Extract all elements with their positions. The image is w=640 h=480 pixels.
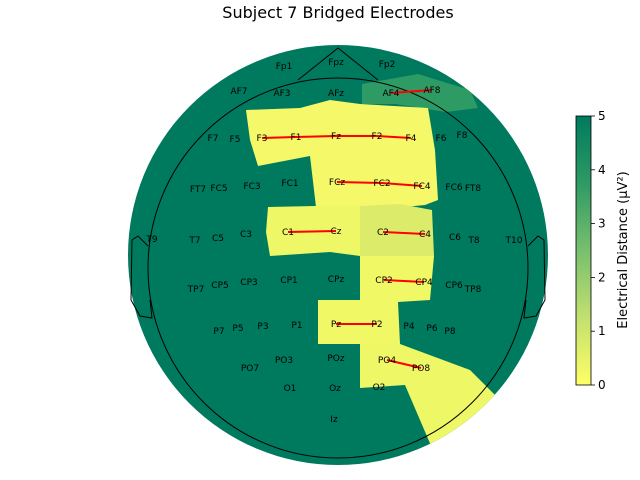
electrode-label-pz: Pz bbox=[331, 320, 341, 330]
electrode-label-c5: C5 bbox=[212, 234, 224, 244]
electrode-label-af7: AF7 bbox=[230, 87, 247, 97]
electrode-label-f2: F2 bbox=[372, 132, 383, 142]
electrode-label-ft7: FT7 bbox=[190, 185, 206, 195]
electrode-label-o1: O1 bbox=[284, 384, 297, 394]
electrode-label-p1: P1 bbox=[291, 321, 302, 331]
chart-title: Subject 7 Bridged Electrodes bbox=[222, 3, 453, 22]
map-region-frontal bbox=[246, 100, 438, 210]
electrode-label-t8: T8 bbox=[467, 236, 479, 246]
electrode-label-f3: F3 bbox=[257, 134, 268, 144]
electrode-label-cp6: CP6 bbox=[445, 281, 463, 291]
electrode-label-p6: P6 bbox=[426, 324, 437, 334]
electrode-label-po7: PO7 bbox=[241, 364, 259, 374]
bridge-lines bbox=[261, 89, 433, 369]
electrode-label-p3: P3 bbox=[257, 322, 268, 332]
electrode-label-cpz: CPz bbox=[328, 275, 345, 285]
electrode-label-ft8: FT8 bbox=[465, 184, 482, 194]
colorbar-ticks: 0 1 2 3 4 5 bbox=[591, 109, 606, 392]
electrode-label-cz: Cz bbox=[330, 227, 341, 237]
electrode-label-f6: F6 bbox=[436, 134, 447, 144]
electrode-label-cp3: CP3 bbox=[240, 278, 257, 288]
electrode-label-fc1: FC1 bbox=[281, 179, 298, 189]
electrode-label-fc4: FC4 bbox=[413, 182, 430, 192]
electrode-label-p4: P4 bbox=[403, 322, 414, 332]
bridge-line-c2-c4 bbox=[382, 231, 426, 235]
colorbar-tick-label: 2 bbox=[598, 270, 606, 284]
electrode-label-p7: P7 bbox=[213, 327, 224, 337]
electrode-label-fc2: FC2 bbox=[373, 179, 390, 189]
electrode-label-fp2: Fp2 bbox=[379, 60, 396, 70]
map-region-af bbox=[362, 74, 478, 112]
electrode-label-fc6: FC6 bbox=[445, 183, 462, 193]
electrode-label-c6: C6 bbox=[449, 233, 461, 243]
bridge-line-f3-f1 bbox=[261, 136, 297, 139]
electrode-label-fz: Fz bbox=[331, 132, 341, 142]
bridge-line-f1-fz bbox=[295, 135, 337, 138]
head-outline bbox=[130, 47, 546, 459]
electrode-label-af4: AF4 bbox=[382, 89, 399, 99]
electrode-label-t10: T10 bbox=[505, 236, 523, 246]
electrode-label-t7: T7 bbox=[188, 236, 200, 246]
colorbar-tick-label: 5 bbox=[598, 109, 606, 123]
colorbar-gradient bbox=[575, 115, 592, 386]
electrode-label-c2: C2 bbox=[377, 228, 389, 238]
bridge-line-fc2-fc4 bbox=[381, 182, 423, 187]
topomap-surface bbox=[128, 45, 548, 465]
electrode-label-fp1: Fp1 bbox=[276, 62, 293, 72]
electrode-label-oz: Oz bbox=[329, 384, 341, 394]
colorbar-tick-label: 0 bbox=[598, 378, 606, 392]
colorbar-tick-label: 3 bbox=[598, 217, 606, 231]
electrode-label-f1: F1 bbox=[291, 133, 302, 143]
electrode-label-t9: T9 bbox=[145, 235, 157, 245]
head-circle bbox=[147, 77, 529, 459]
electrode-label-af3: AF3 bbox=[273, 89, 290, 99]
electrode-label-f4: F4 bbox=[406, 134, 417, 144]
bridge-line-cp2-cp4 bbox=[383, 279, 425, 283]
electrode-label-cp2: CP2 bbox=[375, 276, 392, 286]
electrode-label-af8: AF8 bbox=[423, 86, 440, 96]
electrode-label-p5: P5 bbox=[232, 324, 243, 334]
electrode-label-poz: POz bbox=[327, 354, 345, 364]
bridge-line-po4-po8 bbox=[386, 359, 422, 369]
colorbar-tick-label: 4 bbox=[598, 163, 606, 177]
electrode-label-cp1: CP1 bbox=[280, 276, 297, 286]
colorbar: 0 1 2 3 4 5 Electrical Distance (μV²) bbox=[575, 109, 631, 392]
left-ear bbox=[130, 235, 153, 319]
electrode-label-cp4: CP4 bbox=[415, 278, 433, 288]
electrode-label-p2: P2 bbox=[371, 320, 382, 330]
electrode-label-f7: F7 bbox=[208, 134, 219, 144]
bridge-line-f2-f4 bbox=[376, 135, 412, 139]
electrode-label-afz: AFz bbox=[328, 89, 344, 99]
electrode-label-c3: C3 bbox=[240, 230, 252, 240]
electrode-label-fpz: Fpz bbox=[328, 58, 344, 68]
electrode-label-fc3: FC3 bbox=[243, 182, 260, 192]
map-region-parietal bbox=[318, 256, 434, 344]
electrode-label-fc5: FC5 bbox=[210, 184, 227, 194]
electrode-label-tp8: TP8 bbox=[464, 285, 482, 295]
electrode-label-c4: C4 bbox=[419, 230, 431, 240]
electrode-label-fcz: FCz bbox=[329, 178, 345, 188]
electrode-label-po8: PO8 bbox=[412, 364, 431, 374]
electrode-label-po3: PO3 bbox=[275, 356, 293, 366]
bridge-line-c1-cz bbox=[287, 230, 337, 233]
electrode-label-f8: F8 bbox=[457, 131, 468, 141]
electrode-label-f5: F5 bbox=[230, 135, 241, 145]
electrode-label-iz: Iz bbox=[330, 415, 338, 425]
electrode-label-cp5: CP5 bbox=[211, 281, 228, 291]
electrode-label-c1: C1 bbox=[282, 228, 294, 238]
nose bbox=[297, 47, 379, 81]
colorbar-tick-label: 1 bbox=[598, 324, 606, 338]
electrode-label-o2: O2 bbox=[373, 383, 386, 393]
right-ear bbox=[523, 235, 546, 319]
colorbar-label: Electrical Distance (μV²) bbox=[616, 171, 631, 328]
bridge-line-fcz-fc2 bbox=[336, 181, 383, 184]
bridge-line-af4-af8 bbox=[390, 89, 433, 94]
electrode-label-po4: PO4 bbox=[378, 356, 397, 366]
electrode-label-p8: P8 bbox=[444, 327, 455, 337]
electrode-label-tp7: TP7 bbox=[187, 285, 205, 295]
